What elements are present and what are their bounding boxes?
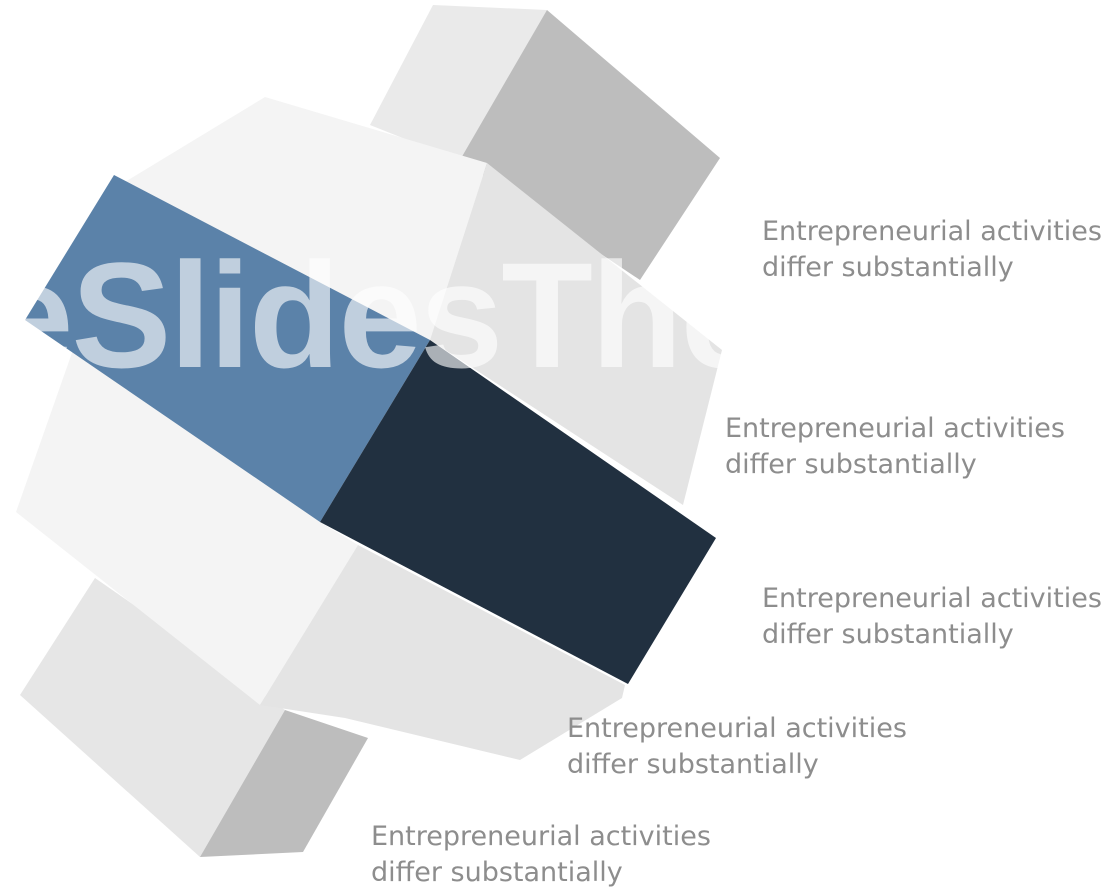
back-block-top-left-face xyxy=(370,5,547,165)
label-5-line-1: Entrepreneurial activities xyxy=(371,821,711,852)
cube-top-face xyxy=(120,97,487,340)
label-2-line-2: differ substantially xyxy=(725,449,977,480)
cube-right-face xyxy=(430,163,722,505)
label-3-line-1: Entrepreneurial activities xyxy=(762,583,1102,614)
cube-bottom-left-face xyxy=(16,330,358,705)
label-4: Entrepreneurial activities differ substa… xyxy=(567,711,907,783)
label-1: Entrepreneurial activities differ substa… xyxy=(762,214,1102,286)
beam-blue-face xyxy=(25,175,430,522)
label-2: Entrepreneurial activities differ substa… xyxy=(725,411,1065,483)
label-4-line-2: differ substantially xyxy=(567,749,819,780)
label-4-line-1: Entrepreneurial activities xyxy=(567,713,907,744)
back-block-bottom-left-face xyxy=(20,578,285,857)
label-1-line-1: Entrepreneurial activities xyxy=(762,216,1102,247)
back-block-top-right-face xyxy=(460,10,720,280)
beam-navy-face xyxy=(320,340,716,684)
cube-bottom-right-face xyxy=(260,545,625,760)
back-block-bottom-right-face xyxy=(200,710,368,857)
label-1-line-2: differ substantially xyxy=(762,252,1014,283)
label-3-line-2: differ substantially xyxy=(762,619,1014,650)
label-5: Entrepreneurial activities differ substa… xyxy=(371,819,711,891)
label-2-line-1: Entrepreneurial activities xyxy=(725,413,1065,444)
label-3: Entrepreneurial activities differ substa… xyxy=(762,581,1102,653)
label-5-line-2: differ substantially xyxy=(371,857,623,888)
